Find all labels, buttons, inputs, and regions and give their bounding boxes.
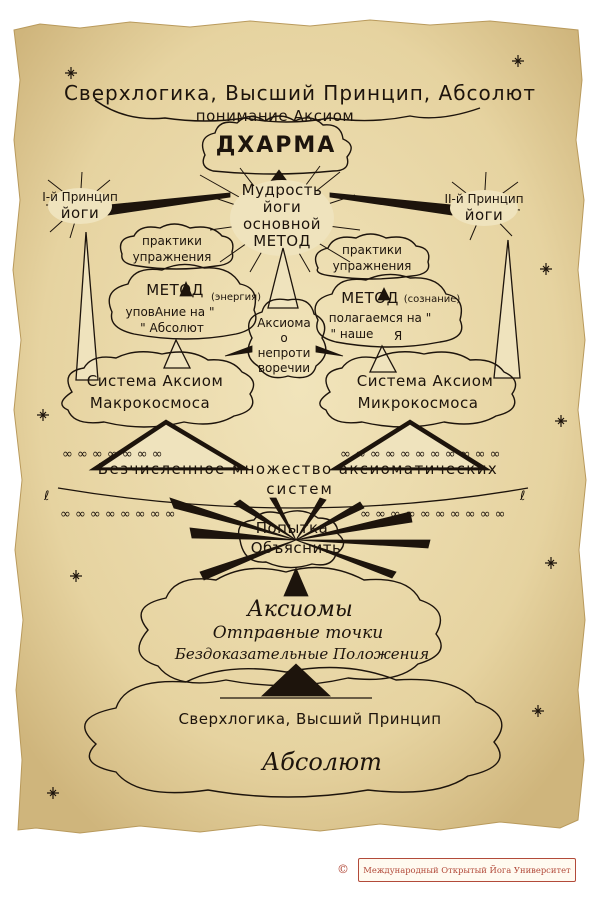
infinite-underline [57,487,529,509]
practices-right-cloud [314,233,430,280]
practices-left-cloud [119,223,234,270]
method-right-title: МЕТОД [341,289,399,307]
method-left-note: (энергия) [211,292,261,303]
macro-down-beam-inner [97,423,243,469]
practices-right-line1: практики [342,243,402,257]
svg-text:∞ ∞ ∞ ∞ ∞ ∞ ∞ ∞: ∞ ∞ ∞ ∞ ∞ ∞ ∞ ∞ [60,507,176,522]
micro-system-cloud [319,351,517,428]
top-title-line1: Сверхлогика, Высший Принцип, Абсолют [64,81,536,105]
attempt-cloud [237,510,345,569]
left-tall-beam [75,231,99,381]
axiom-center-line2: о [280,331,287,345]
micro-down-beam-inner [337,423,483,469]
micro-line2: Микрокосмоса [358,394,479,412]
axioms-label: Аксиомы [245,597,353,622]
parchment-paper [12,19,587,834]
wisdom-line4: МЕТОД [253,232,311,250]
method-right-line1: полагаемся на " [329,311,431,325]
macro-line1: Система Аксиом [87,372,224,390]
axioms-triangle [283,566,309,597]
center-beam [267,247,299,309]
starting-points-label: Отправные точки [213,623,383,643]
star-icon [37,55,567,799]
method-right-note: (сознание) [404,294,461,305]
dharma-label: ДХАРМА [216,133,337,158]
infinite-line1: Безчисленное множество аксиоматических [98,460,498,478]
top-cloud [94,99,481,123]
method-right-cloud [314,273,463,348]
svg-text:ℓ: ℓ [519,489,525,504]
copyright-symbol: © [337,862,349,876]
second-principle-line1: II-й Принцип [444,192,523,206]
svg-text:ℓ: ℓ [43,489,49,504]
method-left-line1: уповАние на " [126,305,215,319]
infinite-line2: систем [266,480,334,498]
method-left-mini-triangle [179,280,193,297]
university-badge[interactable]: Международный Открытый Йога Университет [358,858,576,882]
bottom-triangle [260,663,332,697]
method-right-line2: " наше [331,327,374,341]
first-principle-line2: йоги [61,204,100,222]
right-tall-beam [493,239,521,379]
method-right-mini-triangle [377,287,391,301]
svg-text:∞ ∞ ∞ ∞ ∞ ∞ ∞: ∞ ∞ ∞ ∞ ∞ ∞ ∞ [62,447,163,462]
axioms-cloud [138,566,442,687]
method-left-title: МЕТОД [146,281,204,299]
absolute-label: Абсолют [260,748,382,776]
attempt-beams [169,497,431,581]
wisdom-line1: Мудрость [242,181,323,199]
axiom-right-arrow [315,345,344,357]
axiom-center-cloud [247,298,327,379]
unprovable-label: Бездоказательные Положения [174,645,429,663]
svg-text:∞ ∞ ∞ ∞ ∞ ∞ ∞ ∞ ∞ ∞ ∞: ∞ ∞ ∞ ∞ ∞ ∞ ∞ ∞ ∞ ∞ ∞ [340,447,500,462]
wisdom-line3: основной [243,215,321,233]
infinity-loops: ∞ ∞ ∞ ∞ ∞ ∞ ∞ ∞ ∞ ∞ ∞ ∞ ∞ ∞ ∞ ∞ ∞ ∞ ∞ ∞ … [43,447,525,522]
axiom-left-arrow [224,345,253,357]
method-left-cloud [108,263,257,340]
first-principle-line1: I-й Принцип [42,190,118,204]
left-method-beam [163,338,192,369]
practices-right-line2: упражнения [333,259,412,273]
macro-system-cloud [61,351,255,428]
practices-left-line1: практики [142,234,202,248]
method-left-line2: " Абсолют [140,321,204,335]
axiom-center-line1: Аксиома [257,316,311,330]
practices-left-line2: упражнения [133,250,212,264]
bottom-cloud [84,666,503,798]
attempt-line2: Объяснить [251,539,342,557]
bottom-superlogic: Сверхлогика, Высший Принцип [178,710,441,728]
axiom-center-line4: воречии [258,361,310,375]
second-principle-line2: йоги [465,206,504,224]
axiom-center-line3: непроти [258,346,311,360]
wisdom-line2: йоги [263,198,302,216]
right-method-beam [368,344,398,373]
macro-line2: Макрокосмоса [90,394,210,412]
method-right-line3: Я [394,329,402,343]
attempt-line1: Попытка [256,519,329,537]
micro-line1: Система Аксиом [357,372,494,390]
